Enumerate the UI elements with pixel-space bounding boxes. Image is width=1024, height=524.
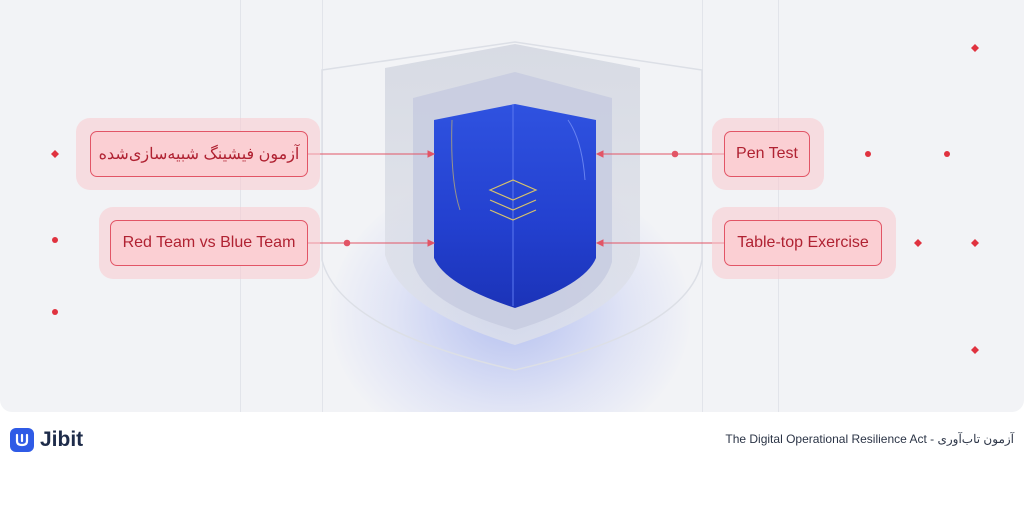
- decor-dot: [52, 309, 58, 315]
- decor-dot: [52, 237, 58, 243]
- outer-shield-outline: [321, 41, 703, 371]
- node-pen-test: Pen Test: [724, 131, 810, 177]
- decor-diamond: [914, 239, 922, 247]
- decor-diamond: [971, 44, 979, 52]
- diagram-graphics: [51, 41, 979, 371]
- decor-diamond: [51, 150, 59, 158]
- arrow-head: [427, 239, 436, 247]
- caption-separator: -: [926, 432, 938, 446]
- footer-caption: The Digital Operational Resilience Act -…: [725, 432, 1014, 446]
- caption-english: The Digital Operational Resilience Act: [725, 432, 927, 446]
- jibit-logo-icon: [10, 428, 34, 452]
- decor-dot: [865, 151, 871, 157]
- main-shield: [434, 104, 596, 308]
- decor-diamond: [971, 239, 979, 247]
- decor-diamond: [971, 346, 979, 354]
- arrow-head: [595, 239, 604, 247]
- node-red-vs-blue-team: Red Team vs Blue Team: [110, 220, 308, 266]
- shield-highlight-right: [567, 119, 586, 181]
- grid-line: [778, 0, 779, 412]
- layers-icon: [488, 179, 538, 221]
- grid-line: [240, 0, 241, 412]
- connector-dot: [671, 150, 679, 158]
- connector-dot: [343, 239, 351, 247]
- shield-highlight-left: [451, 119, 461, 211]
- brand-name: Jibit: [40, 428, 84, 451]
- node-phishing-simulation: آزمون فیشینگ شبیه‌سازی‌شده: [90, 131, 308, 177]
- arrow-head: [595, 150, 604, 158]
- caption-persian: آزمون تاب‌آوری: [937, 432, 1014, 446]
- brand-logo: Jibit: [10, 428, 83, 452]
- diagram-panel: آزمون فیشینگ شبیه‌سازی‌شده Red Team vs B…: [0, 0, 1024, 412]
- arrow-head: [427, 150, 436, 158]
- node-table-top-exercise: Table-top Exercise: [724, 220, 882, 266]
- decor-dot: [944, 151, 950, 157]
